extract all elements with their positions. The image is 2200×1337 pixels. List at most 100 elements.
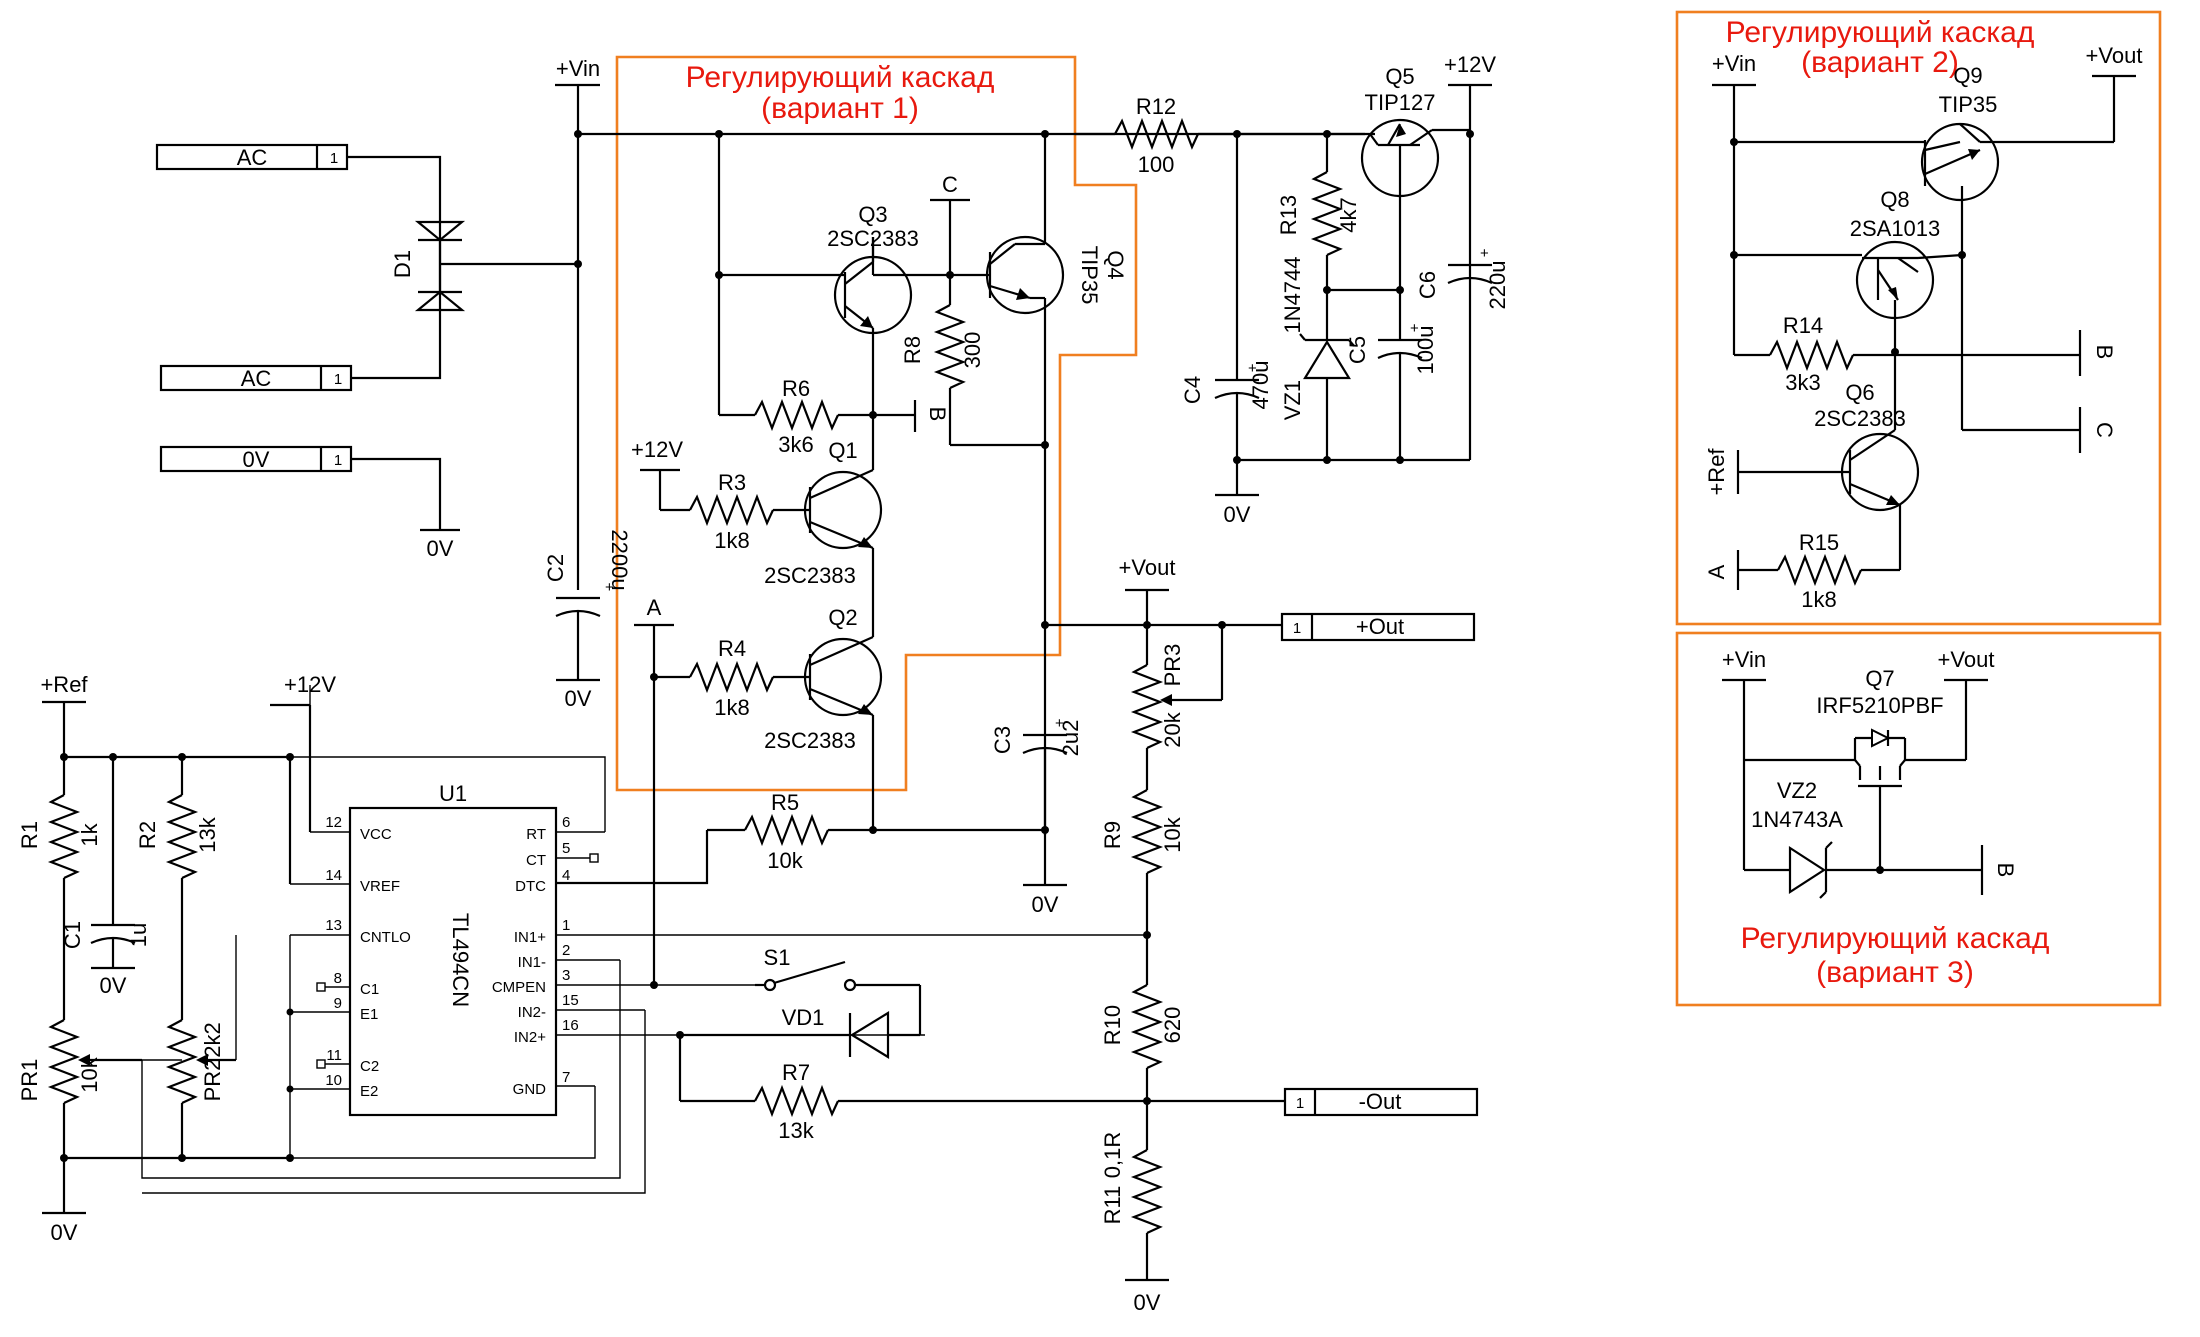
svg-text:U1: U1 <box>439 781 467 806</box>
svg-text:220u: 220u <box>1485 261 1510 310</box>
variant-2-circuit: +Vin +Vout Q9 TIP35 Q8 2SA1013 <box>1704 43 2142 612</box>
frame-2-title-line2: (вариант 2) <box>1801 46 1959 79</box>
svg-text:R7: R7 <box>782 1060 810 1085</box>
svg-text:IRF5210PBF: IRF5210PBF <box>1816 693 1943 718</box>
svg-text:0V: 0V <box>1224 502 1251 527</box>
svg-text:AC: AC <box>237 145 268 170</box>
aux-12v-supply: R12 100 C4 470u + R13 4k7 1N4744 VZ1 C5 … <box>1075 52 1510 527</box>
svg-text:R8: R8 <box>900 336 925 364</box>
variant-3-circuit: +Vin +Vout Q7 IRF5210PBF VZ2 1N4743A <box>1722 647 2018 899</box>
svg-text:A: A <box>647 595 662 620</box>
svg-text:VZ1: VZ1 <box>1280 380 1305 420</box>
svg-text:3k6: 3k6 <box>778 432 813 457</box>
svg-text:13k: 13k <box>195 816 220 852</box>
svg-text:C1: C1 <box>60 921 85 949</box>
svg-text:C1: C1 <box>360 981 379 998</box>
svg-text:0V: 0V <box>1032 892 1059 917</box>
svg-text:R14: R14 <box>1783 313 1823 338</box>
svg-text:1: 1 <box>1296 1095 1304 1112</box>
svg-text:620: 620 <box>1160 1007 1185 1044</box>
svg-text:16: 16 <box>562 1017 579 1034</box>
svg-text:R15: R15 <box>1799 530 1839 555</box>
svg-text:0V: 0V <box>100 973 127 998</box>
svg-text:CNTLO: CNTLO <box>360 929 411 946</box>
svg-text:R1: R1 <box>17 821 42 849</box>
svg-text:C2: C2 <box>360 1058 379 1075</box>
svg-text:3k3: 3k3 <box>1785 370 1820 395</box>
svg-text:TIP127: TIP127 <box>1365 90 1436 115</box>
frame-1-title-line2: (вариант 1) <box>761 92 919 125</box>
svg-text:E1: E1 <box>360 1006 378 1023</box>
svg-text:VD1: VD1 <box>782 1005 825 1030</box>
svg-text:2SC2383: 2SC2383 <box>1814 406 1906 431</box>
connector-plus-out: 1 +Out <box>1280 612 1476 642</box>
svg-text:E2: E2 <box>360 1083 378 1100</box>
svg-text:2: 2 <box>562 942 570 959</box>
svg-text:Q8: Q8 <box>1880 187 1909 212</box>
svg-text:C6: C6 <box>1415 271 1440 299</box>
svg-text:AC: AC <box>241 366 272 391</box>
svg-text:+Ref: +Ref <box>40 672 88 697</box>
svg-text:11: 11 <box>326 1047 342 1064</box>
svg-text:TL494CN: TL494CN <box>448 913 473 1007</box>
svg-text:R12: R12 <box>1136 94 1176 119</box>
svg-text:+Ref: +Ref <box>1704 448 1729 496</box>
svg-text:+12V: +12V <box>284 672 336 697</box>
svg-text:1u: 1u <box>126 923 151 947</box>
svg-text:10: 10 <box>325 1072 342 1089</box>
ic-tl494: U1 TL494CN 12 VCC 14 VREF 13 CNTLO 8 C1 … <box>141 685 1147 1194</box>
svg-text:R6: R6 <box>782 376 810 401</box>
svg-text:20k: 20k <box>1160 711 1185 747</box>
svg-text:C2: C2 <box>543 554 568 582</box>
svg-text:+: + <box>1410 320 1419 337</box>
svg-text:R13: R13 <box>1276 195 1301 235</box>
frame-variant-1: Регулирующий каскад (вариант 1) <box>615 55 1138 792</box>
svg-text:1: 1 <box>334 452 342 469</box>
svg-text:2SA1013: 2SA1013 <box>1850 216 1941 241</box>
svg-text:100: 100 <box>1138 152 1175 177</box>
svg-text:R4: R4 <box>718 636 746 661</box>
svg-text:1k8: 1k8 <box>1801 587 1836 612</box>
frame-variant-3: Регулирующий каскад (вариант 3) <box>1675 631 2162 1007</box>
svg-text:0V: 0V <box>51 1220 78 1245</box>
svg-text:1k8: 1k8 <box>714 695 749 720</box>
svg-text:7: 7 <box>562 1069 570 1086</box>
svg-text:+: + <box>1055 715 1064 732</box>
svg-text:PR1: PR1 <box>17 1059 42 1102</box>
svg-text:TIP35: TIP35 <box>1077 246 1102 305</box>
svg-text:2u2: 2u2 <box>1058 720 1083 757</box>
output-section: +Vout PR3 20k R9 10k R10 620 0V R11 0,1R <box>990 555 1285 1315</box>
svg-text:+12V: +12V <box>1444 52 1496 77</box>
svg-text:+12V: +12V <box>631 437 683 462</box>
variant-1-circuit: R6 3k6 B Q3 2SC2383 C R8 300 <box>631 130 1128 985</box>
svg-text:TIP35: TIP35 <box>1939 92 1998 117</box>
svg-text:PR3: PR3 <box>1160 644 1185 687</box>
connector-ac-2: AC 1 <box>159 310 442 392</box>
svg-text:A: A <box>1704 564 1729 579</box>
svg-text:C3: C3 <box>990 726 1015 754</box>
svg-text:IN2-: IN2- <box>518 1004 546 1021</box>
svg-text:Q5: Q5 <box>1385 64 1414 89</box>
svg-text:4k7: 4k7 <box>1336 197 1361 232</box>
svg-text:IN1-: IN1- <box>518 954 546 971</box>
svg-text:1N4743A: 1N4743A <box>1751 807 1843 832</box>
svg-text:Q4: Q4 <box>1103 250 1128 279</box>
svg-text:1: 1 <box>562 917 570 934</box>
svg-text:300: 300 <box>960 332 985 369</box>
svg-text:DTC: DTC <box>515 878 546 895</box>
svg-text:6: 6 <box>562 814 570 831</box>
svg-text:GND: GND <box>513 1081 547 1098</box>
frame-1-title-line1: Регулирующий каскад <box>686 61 995 94</box>
svg-text:0,1R: 0,1R <box>1100 1132 1125 1178</box>
svg-text:+: + <box>1480 245 1489 262</box>
svg-text:100u: 100u <box>1413 326 1438 375</box>
svg-text:C4: C4 <box>1180 376 1205 404</box>
svg-text:4: 4 <box>562 867 570 884</box>
frame-2-title-line1: Регулирующий каскад <box>1726 16 2035 49</box>
svg-text:1: 1 <box>1293 620 1301 637</box>
svg-text:+Vout: +Vout <box>2086 43 2143 68</box>
svg-text:B: B <box>1993 863 2018 878</box>
svg-text:0V: 0V <box>1134 1290 1161 1315</box>
svg-text:12: 12 <box>325 814 342 831</box>
svg-text:R10: R10 <box>1100 1005 1125 1045</box>
